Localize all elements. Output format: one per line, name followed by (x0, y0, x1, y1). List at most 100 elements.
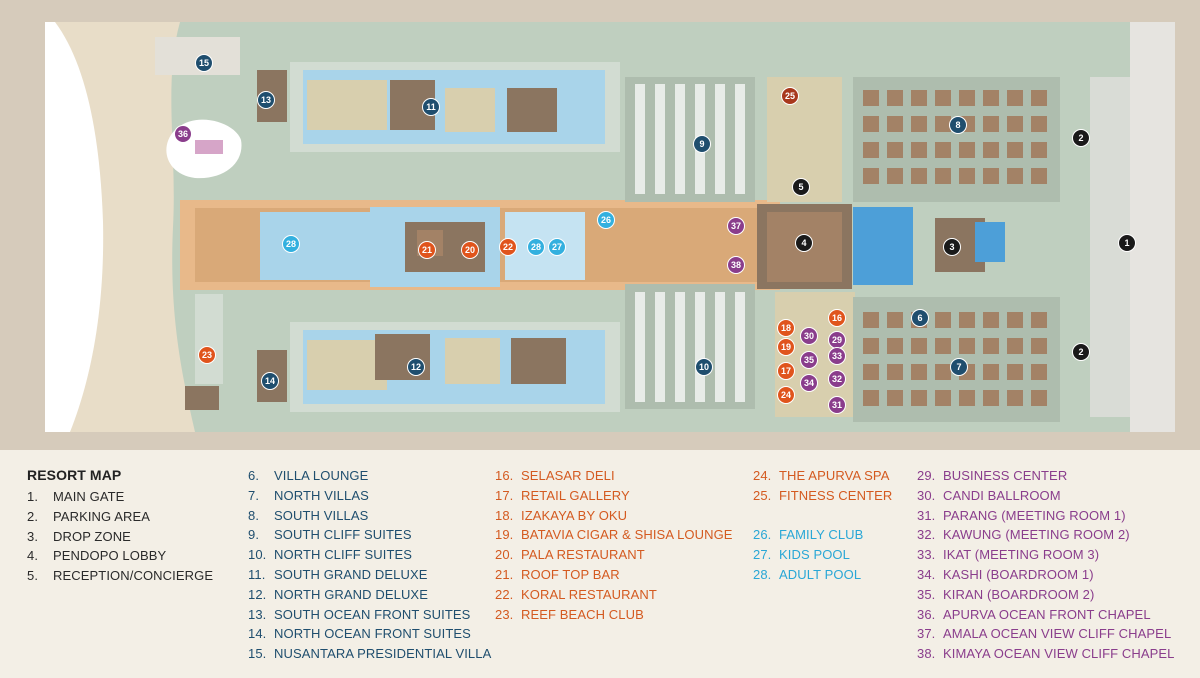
marker-circle (828, 396, 846, 414)
map-marker-22[interactable]: 22 (499, 238, 517, 256)
legend-item-label: DROP ZONE (53, 528, 131, 544)
kids-pool-area (505, 212, 585, 280)
map-marker-31[interactable]: 31 (828, 396, 846, 414)
map-marker-38[interactable]: 38 (727, 256, 745, 274)
map-marker-27[interactable]: 27 (548, 238, 566, 256)
map-marker-7[interactable]: 7 (950, 358, 968, 376)
map-marker-36[interactable]: 36 (174, 125, 192, 143)
map-marker-6[interactable]: 6 (911, 309, 929, 327)
marker-circle (727, 256, 745, 274)
map-marker-37[interactable]: 37 (727, 217, 745, 235)
map-marker-2[interactable]: 2 (1072, 343, 1090, 361)
legend-item-label: PARANG (MEETING ROOM 1) (943, 507, 1126, 523)
marker-label: 17 (781, 366, 791, 376)
villa-roof (863, 116, 879, 132)
map-marker-28[interactable]: 28 (282, 235, 300, 253)
legend-item-label: FAMILY CLUB (779, 527, 864, 543)
villa-roof (935, 390, 951, 406)
cliff-suite-row (695, 292, 705, 402)
marker-label: 36 (178, 129, 188, 139)
map-marker-25[interactable]: 25 (781, 87, 799, 105)
south-cliff-suites-area (625, 77, 755, 202)
villa-roof (911, 116, 927, 132)
map-marker-2[interactable]: 2 (1072, 129, 1090, 147)
map-marker-15[interactable]: 15 (195, 54, 213, 72)
marker-label: 25 (785, 91, 795, 101)
villa-roof (863, 142, 879, 158)
map-marker-23[interactable]: 23 (198, 346, 216, 364)
marker-label: 4 (801, 238, 806, 248)
map-marker-26[interactable]: 26 (597, 211, 615, 229)
marker-label: 16 (832, 313, 842, 323)
marker-label: 18 (781, 323, 791, 333)
marker-circle (777, 338, 795, 356)
map-marker-29[interactable]: 29 (828, 331, 846, 349)
legend-item-number: 14. (248, 626, 267, 642)
villa-roof (1031, 116, 1047, 132)
legend-item-label: NORTH GRAND DELUXE (274, 586, 428, 602)
map-marker-11[interactable]: 11 (422, 98, 440, 116)
map-marker-32[interactable]: 32 (828, 370, 846, 388)
legend-item: 2.PARKING AREA (27, 507, 213, 527)
map-marker-13[interactable]: 13 (257, 91, 275, 109)
legend-item-number: 34. (917, 566, 936, 582)
north-suite-block-4 (511, 338, 566, 384)
presidential-villa-block (155, 37, 240, 75)
map-marker-3[interactable]: 3 (943, 238, 961, 256)
legend-item-number: 35. (917, 586, 936, 602)
villa-roof (959, 142, 975, 158)
legend-item-number: 11. (248, 566, 266, 582)
map-marker-18[interactable]: 18 (777, 319, 795, 337)
legend-item: 15.NUSANTARA PRESIDENTIAL VILLA (248, 644, 491, 664)
legend-item: 10.NORTH CLIFF SUITES (248, 545, 491, 565)
villa-roof (1007, 142, 1023, 158)
villa-roof (911, 90, 927, 106)
villa-roof (1007, 90, 1023, 106)
marker-circle (261, 372, 279, 390)
marker-label: 33 (832, 351, 842, 361)
legend-item-label: PALA RESTAURANT (521, 547, 645, 563)
marker-label: 15 (199, 58, 209, 68)
map-marker-1[interactable]: 1 (1118, 234, 1136, 252)
map-marker-10[interactable]: 10 (695, 358, 713, 376)
map-marker-19[interactable]: 19 (777, 338, 795, 356)
marker-label: 2 (1078, 133, 1083, 143)
villa-roof (959, 390, 975, 406)
map-marker-34[interactable]: 34 (800, 374, 818, 392)
map-marker-5[interactable]: 5 (792, 178, 810, 196)
marker-circle (828, 347, 846, 365)
legend-item-number: 4. (27, 548, 39, 564)
map-marker-28[interactable]: 28 (527, 238, 545, 256)
map-marker-24[interactable]: 24 (777, 386, 795, 404)
map-marker-30[interactable]: 30 (800, 327, 818, 345)
map-marker-33[interactable]: 33 (828, 347, 846, 365)
map-marker-35[interactable]: 35 (800, 351, 818, 369)
adult-pool-area (260, 212, 370, 280)
map-marker-4[interactable]: 4 (795, 234, 813, 252)
map-marker-21[interactable]: 21 (418, 241, 436, 259)
legend-item-label: NUSANTARA PRESIDENTIAL VILLA (274, 646, 492, 662)
map-marker-8[interactable]: 8 (949, 116, 967, 134)
villa-roof (887, 364, 903, 380)
legend-item-number: 22. (495, 586, 514, 602)
map-marker-9[interactable]: 9 (693, 135, 711, 153)
map-marker-14[interactable]: 14 (261, 372, 279, 390)
drop-zone-pool-2 (975, 222, 1005, 262)
legend-item: 6.VILLA LOUNGE (248, 466, 491, 486)
legend-item-number: 5. (27, 568, 39, 584)
legend-item: 14.NORTH OCEAN FRONT SUITES (248, 624, 491, 644)
map-marker-16[interactable]: 16 (828, 309, 846, 327)
legend-item-label: THE APURVA SPA (779, 468, 890, 483)
villa-roof (983, 116, 999, 132)
villa-roof (887, 168, 903, 184)
legend-item-number: 33. (917, 547, 936, 563)
map-marker-17[interactable]: 17 (777, 362, 795, 380)
legend-item-number: 38. (917, 646, 936, 662)
map-marker-20[interactable]: 20 (461, 241, 479, 259)
map-marker-12[interactable]: 12 (407, 358, 425, 376)
villa-roof (959, 90, 975, 106)
